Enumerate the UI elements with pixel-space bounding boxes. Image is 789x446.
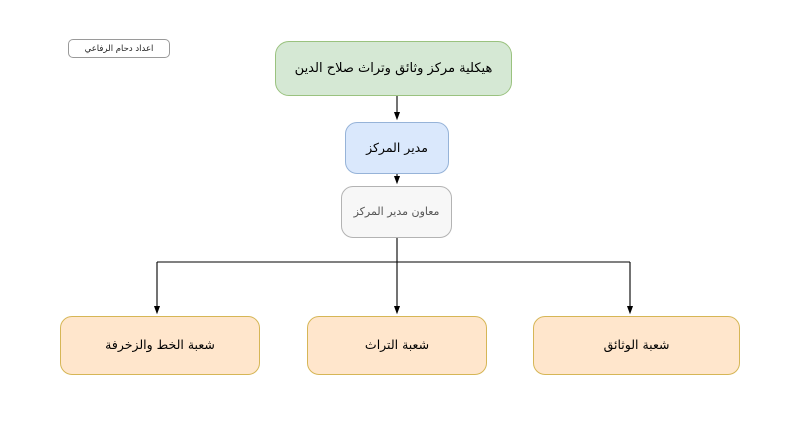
- node-unit-heritage[interactable]: شعبة التراث: [307, 316, 487, 375]
- node-unit-documents[interactable]: شعبة الوثائق: [533, 316, 740, 375]
- node-center-director[interactable]: مدير المركز: [345, 122, 449, 174]
- node-deputy-director-label: معاون مدير المركز: [353, 204, 440, 218]
- credit-note-label: اعداد دحام الرفاعي: [84, 43, 154, 54]
- node-unit-calligraphy-label: شعبة الخط والزخرفة: [105, 337, 215, 353]
- node-center-title[interactable]: هيكلية مركز وثائق وتراث صلاح الدين: [275, 41, 512, 96]
- credit-note-box: اعداد دحام الرفاعي: [68, 39, 170, 58]
- node-center-title-label: هيكلية مركز وثائق وتراث صلاح الدين: [294, 60, 493, 76]
- node-center-director-label: مدير المركز: [366, 139, 428, 155]
- node-deputy-director[interactable]: معاون مدير المركز: [341, 186, 452, 238]
- node-unit-documents-label: شعبة الوثائق: [603, 337, 670, 353]
- node-unit-heritage-label: شعبة التراث: [364, 337, 430, 353]
- node-unit-calligraphy[interactable]: شعبة الخط والزخرفة: [60, 316, 260, 375]
